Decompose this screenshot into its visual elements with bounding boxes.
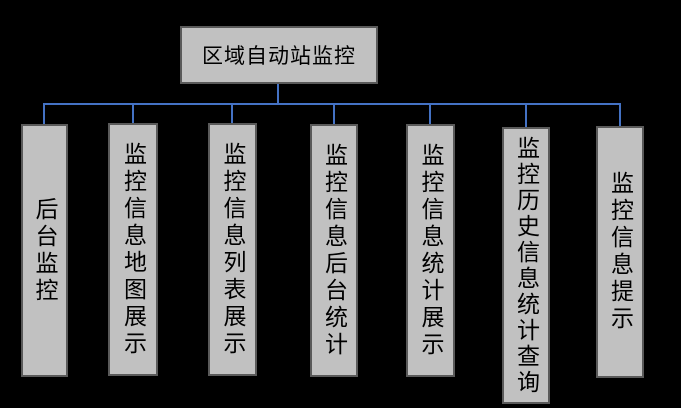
node-root: 区域自动站监控 — [180, 26, 378, 84]
node-monitoring-info-map-display: 监控信息地图展示 — [108, 123, 158, 376]
node-monitoring-info-list-display: 监控信息列表展示 — [208, 123, 257, 376]
connector-drop-1 — [43, 103, 45, 129]
connector-horizontal-bus — [43, 103, 621, 105]
connector-drop-3 — [231, 103, 233, 129]
connector-drop-5 — [429, 103, 431, 129]
connector-drop-2 — [132, 103, 134, 129]
node-label: 监控信息地图展示 — [120, 141, 146, 358]
node-label: 监控历史信息统计查询 — [513, 135, 539, 396]
node-label: 监控信息列表展示 — [220, 141, 245, 358]
node-monitoring-info-prompt: 监控信息提示 — [596, 126, 644, 378]
connector-drop-4 — [333, 103, 335, 129]
connector-root-stub — [277, 83, 279, 104]
node-label: 监控信息统计展示 — [418, 142, 443, 359]
node-label: 监控信息提示 — [607, 171, 633, 333]
connector-drop-7 — [619, 103, 621, 129]
node-monitoring-history-stats-query: 监控历史信息统计查询 — [502, 127, 550, 404]
node-label: 监控信息后台统计 — [321, 142, 347, 359]
node-root-label: 区域自动站监控 — [202, 44, 356, 68]
node-monitoring-info-backend-stats: 监控信息后台统计 — [310, 124, 358, 377]
node-backend-monitoring: 后台监控 — [21, 124, 68, 377]
connector-drop-6 — [525, 103, 527, 129]
node-monitoring-info-stats-display: 监控信息统计展示 — [406, 124, 455, 377]
node-label: 后台监控 — [32, 196, 57, 305]
